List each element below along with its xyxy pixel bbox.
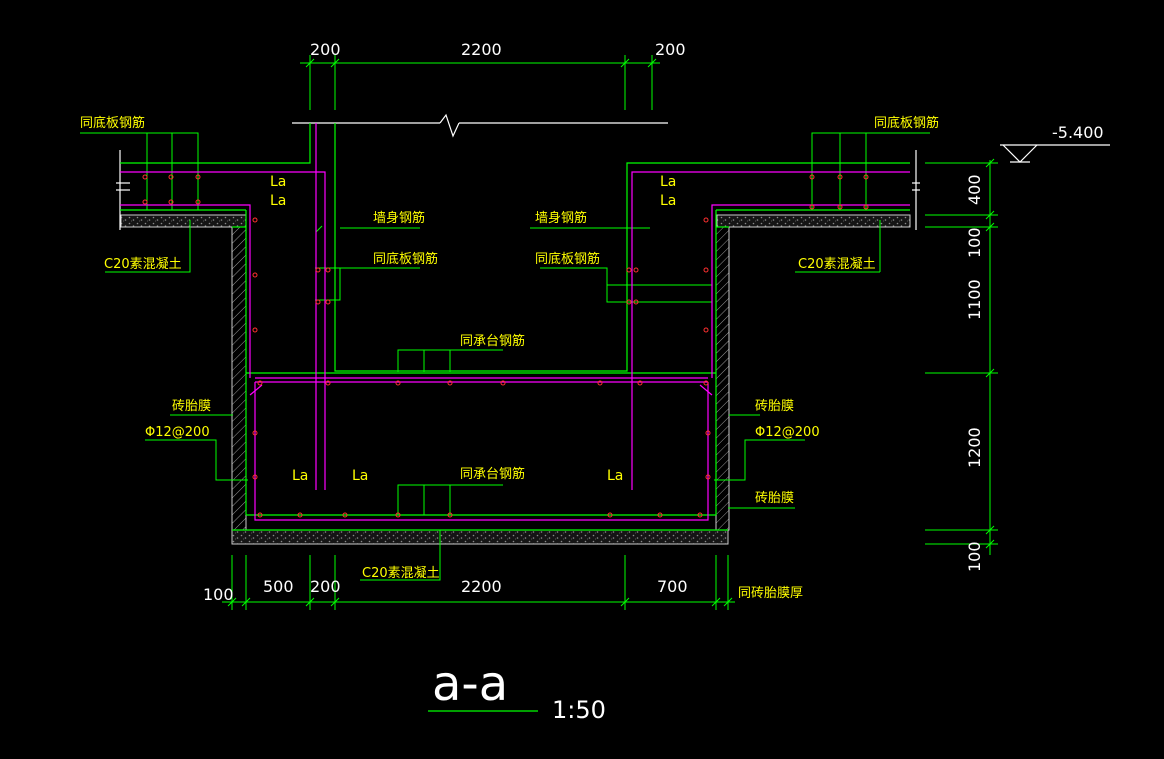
annotation-labels: 同底板钢筋 同底板钢筋 墙身钢筋 墙身钢筋 同底板钢筋 同底板钢筋 C20素混凝… (80, 115, 939, 601)
dim-bottom-500: 500 (263, 577, 294, 596)
top-dimension-line (300, 55, 660, 110)
dimension-text: 200 2200 200 100 500 200 2200 700 400 10… (203, 40, 1104, 604)
label-slab-rebar-right: 同底板钢筋 (874, 115, 939, 131)
label-slab-rebar-mid-left: 同底板钢筋 (373, 251, 438, 267)
label-rebar-spec-right: Φ12@200 (755, 425, 820, 440)
label-la-1: La (270, 174, 286, 190)
label-rebar-spec-left: Φ12@200 (145, 425, 210, 440)
label-cap-rebar-top: 同承台钢筋 (460, 333, 525, 349)
elevation-mark: -5.400 (1052, 123, 1104, 142)
rebar-dots (142, 174, 869, 518)
dim-top-200-right: 200 (655, 40, 686, 59)
c20-plain-concrete (120, 214, 911, 545)
leader-lines (80, 132, 930, 581)
dim-top-2200: 2200 (461, 40, 502, 59)
dim-right-1200: 1200 (965, 427, 984, 468)
dim-top-200-left: 200 (310, 40, 341, 59)
right-dimension-line (925, 158, 998, 555)
label-la-4: La (660, 193, 676, 209)
label-la-5: La (292, 468, 308, 484)
dim-right-1100: 1100 (965, 279, 984, 320)
dim-right-100-bottom: 100 (965, 541, 984, 572)
label-la-6: La (352, 468, 368, 484)
label-c20-concrete-right: C20素混凝土 (798, 256, 876, 272)
dim-right-400: 400 (965, 174, 984, 205)
label-same-brick-thickness: 同砖胎膜厚 (738, 586, 803, 601)
label-wall-rebar-right: 墙身钢筋 (535, 210, 587, 226)
dim-bottom-200: 200 (310, 577, 341, 596)
dim-bottom-2200: 2200 (461, 577, 502, 596)
label-wall-rebar-left: 墙身钢筋 (373, 210, 425, 226)
bottom-dimension-line (222, 555, 735, 610)
dim-bottom-100: 100 (203, 585, 234, 604)
label-brick-mold-right-lower: 砖胎膜 (755, 491, 794, 506)
section-name: a-a (432, 656, 508, 712)
label-la-7: La (607, 468, 623, 484)
label-la-3: La (660, 174, 676, 190)
concrete-outline (120, 123, 910, 531)
rebar-lines (120, 123, 910, 521)
dim-bottom-700: 700 (657, 577, 688, 596)
section-scale: 1:50 (552, 696, 606, 724)
label-c20-concrete-bottom: C20素混凝土 (362, 565, 440, 581)
label-brick-mold-right: 砖胎膜 (755, 399, 794, 414)
dim-right-100-top: 100 (965, 227, 984, 258)
label-slab-rebar-mid-right: 同底板钢筋 (535, 251, 600, 267)
label-slab-rebar-left: 同底板钢筋 (80, 115, 145, 131)
section-title: a-a 1:50 (428, 656, 606, 724)
label-la-2: La (270, 193, 286, 209)
label-cap-rebar-bottom: 同承台钢筋 (460, 466, 525, 482)
label-c20-concrete-left: C20素混凝土 (104, 256, 182, 272)
label-brick-mold-left: 砖胎膜 (172, 399, 211, 414)
